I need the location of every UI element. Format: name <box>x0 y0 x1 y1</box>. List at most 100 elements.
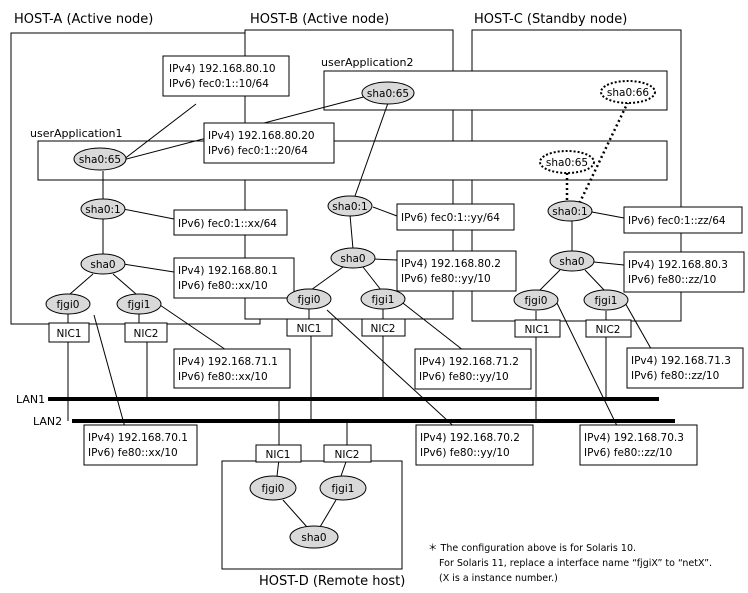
callout-host-b-fjgi1: IPv4) 192.168.71.2 IPv6) fe80::yy/10 <box>414 348 532 390</box>
svg-text:NIC1: NIC1 <box>266 449 291 461</box>
callout-host-c-fjgi1: IPv4) 192.168.71.3 IPv6) fe80::zz/10 <box>626 347 744 389</box>
lan1-label: LAN1 <box>16 393 45 406</box>
svg-text:IPv4) 192.168.80.1: IPv4) 192.168.80.1 <box>178 265 278 277</box>
svg-text:sha0: sha0 <box>301 532 326 544</box>
userapplication1-label: userApplication1 <box>30 127 122 140</box>
svg-text:(X is a instance number.): (X is a instance number.) <box>439 573 558 584</box>
host-a-nic2: NIC2 <box>124 322 168 343</box>
svg-text:IPv6) fe80::zz/10: IPv6) fe80::zz/10 <box>631 370 719 382</box>
host-b-nic2: NIC2 <box>361 318 406 337</box>
svg-text:IPv6) fec0:1::yy/64: IPv6) fec0:1::yy/64 <box>401 212 500 224</box>
host-a-sha0-1: sha0:1 <box>80 198 126 220</box>
host-d-fjgi0: fjgi0 <box>249 475 297 501</box>
host-b-fjgi0: fjgi0 <box>286 288 332 310</box>
svg-text:IPv6) fe80::yy/10: IPv6) fe80::yy/10 <box>401 273 491 285</box>
svg-text:fjgi0: fjgi0 <box>262 483 285 495</box>
host-a-title: HOST-A (Active node) <box>14 12 153 27</box>
host-d-fjgi1: fjgi1 <box>319 475 367 501</box>
svg-text:IPv4) 192.168.71.1: IPv4) 192.168.71.1 <box>178 356 278 368</box>
callout-host-a-sha0-1: IPv6) fec0:1::xx/64 <box>173 209 288 236</box>
callout-host-a-sha0: IPv4) 192.168.80.1 IPv6) fe80::xx/10 <box>173 257 295 299</box>
svg-text:IPv4) 192.168.71.3: IPv4) 192.168.71.3 <box>631 355 731 367</box>
svg-text:sha0:1: sha0:1 <box>552 206 587 218</box>
svg-text:＊ The configuration above is f: ＊ The configuration above is for Solaris… <box>428 543 636 554</box>
svg-text:IPv4) 192.168.71.2: IPv4) 192.168.71.2 <box>419 356 519 368</box>
host-c-nic2: NIC2 <box>585 319 632 338</box>
host-d-title: HOST-D (Remote host) <box>259 574 405 589</box>
svg-text:sha0: sha0 <box>559 256 584 268</box>
footnote: ＊ The configuration above is for Solaris… <box>428 543 712 584</box>
callout-host-c-sha0: IPv4) 192.168.80.3 IPv6) fe80::zz/10 <box>623 251 745 293</box>
callout-host-c-sha0-1: IPv6) fec0:1::zz/64 <box>623 206 743 234</box>
host-a-nic1: NIC1 <box>48 322 90 343</box>
host-b-sha0-1: sha0:1 <box>327 195 373 217</box>
host-c-sha0-66: sha0:66 <box>600 80 656 104</box>
svg-text:IPv6) fe80::xx/10: IPv6) fe80::xx/10 <box>88 447 178 459</box>
svg-text:sha0:1: sha0:1 <box>85 204 120 216</box>
callout-host-a-fjgi0: IPv4) 192.168.70.1 IPv6) fe80::xx/10 <box>83 424 198 466</box>
svg-text:NIC2: NIC2 <box>335 449 360 461</box>
svg-text:IPv4) 192.168.70.2: IPv4) 192.168.70.2 <box>420 432 520 444</box>
callout-host-b-fjgi0: IPv4) 192.168.70.2 IPv6) fe80::yy/10 <box>415 424 534 466</box>
svg-text:NIC1: NIC1 <box>525 324 550 336</box>
host-b-sha0-65: sha0:65 <box>361 81 415 105</box>
svg-text:fjgi1: fjgi1 <box>372 294 395 306</box>
svg-text:NIC2: NIC2 <box>371 323 396 335</box>
svg-text:fjgi0: fjgi0 <box>57 299 80 311</box>
svg-text:IPv4) 192.168.80.20: IPv4) 192.168.80.20 <box>208 130 315 142</box>
svg-text:sha0:1: sha0:1 <box>332 201 367 213</box>
svg-text:IPv6) fec0:1::zz/64: IPv6) fec0:1::zz/64 <box>628 215 726 227</box>
host-d-sha0: sha0 <box>289 525 339 549</box>
host-b-title: HOST-B (Active node) <box>250 12 389 27</box>
svg-text:IPv6) fec0:1::10/64: IPv6) fec0:1::10/64 <box>169 78 269 90</box>
host-d-frame <box>221 460 403 570</box>
svg-text:IPv6) fe80::yy/10: IPv6) fe80::yy/10 <box>419 371 509 383</box>
host-c-sha0-1: sha0:1 <box>547 200 593 222</box>
host-b-fjgi1: fjgi1 <box>360 288 406 310</box>
callout-host-a-fjgi1: IPv4) 192.168.71.1 IPv6) fe80::xx/10 <box>173 348 291 389</box>
svg-text:IPv4) 192.168.70.1: IPv4) 192.168.70.1 <box>88 432 188 444</box>
svg-text:IPv6) fe80::yy/10: IPv6) fe80::yy/10 <box>420 447 510 459</box>
host-b-nic1: NIC1 <box>286 318 333 337</box>
host-d-nic2: NIC2 <box>323 444 372 463</box>
svg-text:NIC1: NIC1 <box>297 323 322 335</box>
lan2-label: LAN2 <box>33 415 62 428</box>
host-b-sha0: sha0 <box>330 247 376 269</box>
host-c-nic1: NIC1 <box>514 319 561 338</box>
svg-text:IPv4) 192.168.80.10: IPv4) 192.168.80.10 <box>169 63 276 75</box>
callout-host-b-sha0-1: IPv6) fec0:1::yy/64 <box>396 203 515 231</box>
svg-text:fjgi0: fjgi0 <box>298 294 321 306</box>
host-c-title: HOST-C (Standby node) <box>474 12 627 27</box>
svg-text:sha0:65: sha0:65 <box>367 88 409 100</box>
svg-text:IPv6) fec0:1::xx/64: IPv6) fec0:1::xx/64 <box>178 218 277 230</box>
svg-text:NIC2: NIC2 <box>596 324 621 336</box>
svg-text:fjgi1: fjgi1 <box>128 299 151 311</box>
svg-text:fjgi1: fjgi1 <box>595 295 618 307</box>
host-c-sha0: sha0 <box>549 250 595 272</box>
callout-host-b-sha0: IPv4) 192.168.80.2 IPv6) fe80::yy/10 <box>396 250 517 292</box>
svg-text:sha0: sha0 <box>340 253 365 265</box>
svg-text:For Solaris 11, replace a inte: For Solaris 11, replace a interface name… <box>439 558 712 569</box>
host-a-fjgi0: fjgi0 <box>45 293 91 315</box>
host-a-sha0: sha0 <box>80 253 126 275</box>
svg-text:fjgi1: fjgi1 <box>332 483 355 495</box>
host-c-sha0-65: sha0:65 <box>539 150 595 174</box>
svg-text:IPv4) 192.168.70.3: IPv4) 192.168.70.3 <box>584 432 684 444</box>
callout-host-c-fjgi0: IPv4) 192.168.70.3 IPv6) fe80::zz/10 <box>579 424 698 466</box>
svg-text:IPv6) fe80::zz/10: IPv6) fe80::zz/10 <box>584 447 672 459</box>
svg-text:IPv4) 192.168.80.2: IPv4) 192.168.80.2 <box>401 258 501 270</box>
svg-text:IPv4) 192.168.80.3: IPv4) 192.168.80.3 <box>628 259 728 271</box>
host-c-fjgi1: fjgi1 <box>583 289 629 311</box>
svg-text:NIC1: NIC1 <box>57 328 82 340</box>
callout-app2-address: IPv4) 192.168.80.20 IPv6) fec0:1::20/64 <box>203 122 335 164</box>
svg-text:IPv6) fec0:1::20/64: IPv6) fec0:1::20/64 <box>208 145 308 157</box>
svg-text:sha0: sha0 <box>90 259 115 271</box>
svg-text:sha0:65: sha0:65 <box>546 157 588 169</box>
svg-text:fjgi0: fjgi0 <box>525 295 548 307</box>
host-c-fjgi0: fjgi0 <box>513 289 559 311</box>
svg-text:NIC2: NIC2 <box>134 328 159 340</box>
svg-text:sha0:66: sha0:66 <box>607 87 649 99</box>
userapplication2-label: userApplication2 <box>321 56 413 69</box>
host-a-sha0-65: sha0:65 <box>73 147 127 171</box>
svg-text:IPv6) fe80::zz/10: IPv6) fe80::zz/10 <box>628 274 716 286</box>
